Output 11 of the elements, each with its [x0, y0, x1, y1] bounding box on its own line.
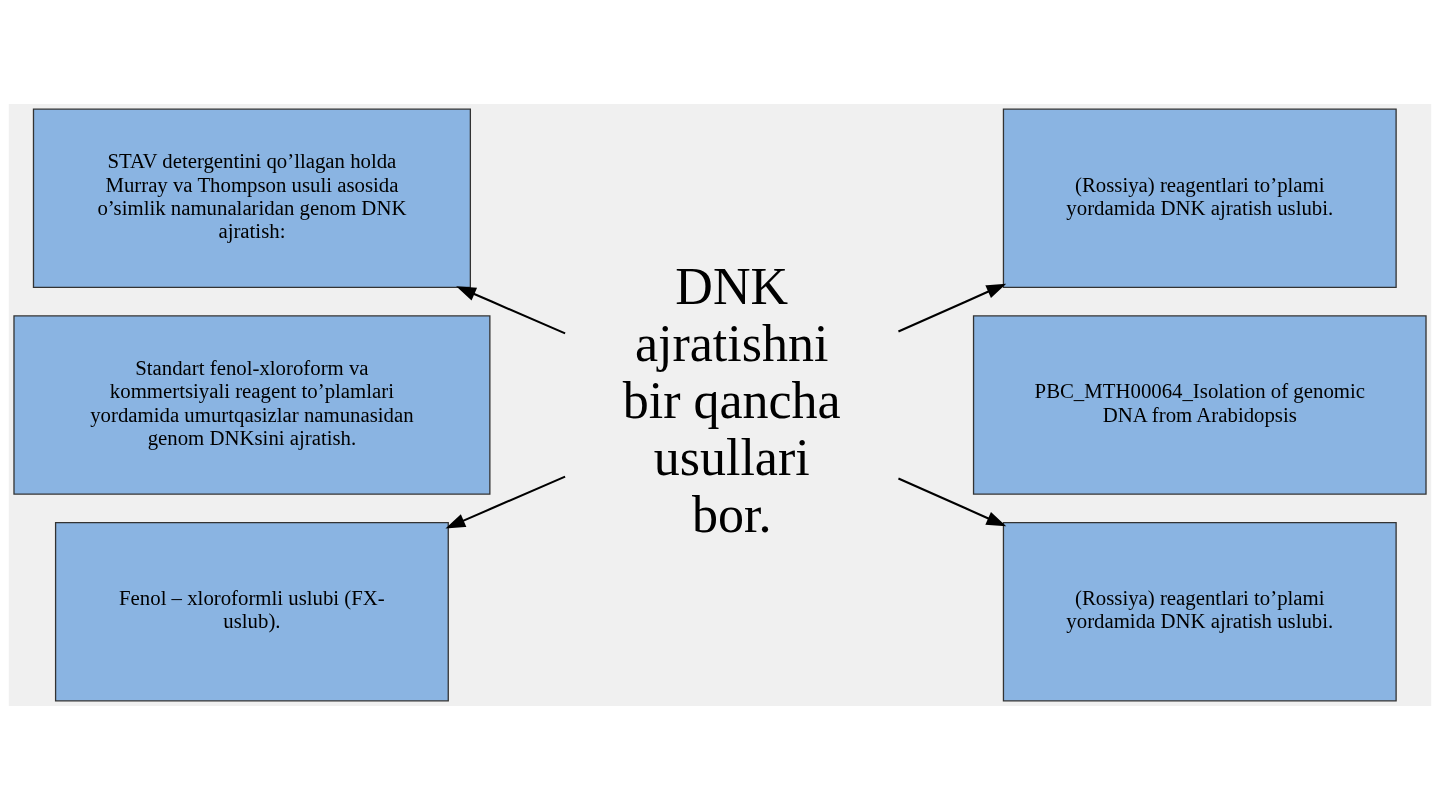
arrow [898, 283, 1007, 333]
arrow [445, 475, 566, 529]
node-box: STAV detergentini qo’llagan holda Murray va Thompson usuli asosida o’simlik namunalaridan genom DNK ajratish: [32, 108, 471, 288]
node-box: (Rossiya) reagentlari to’plami yordamida DNK ajratish uslubi. [1002, 522, 1397, 702]
node-text: DNK ajratishni bir qancha usullari bor. [622, 257, 841, 544]
node-box: Standart fenol-xloroform va kommertsiyali reagent to’plamlari yordamida umurtqasizlar namunasidan genom DNKsini ajratish. [13, 315, 491, 495]
node-box: (Rossiya) reagentlari to’plami yordamida DNK ajratish uslubi. [1002, 108, 1397, 288]
node-box: PBC_MTH00064_Isolation of genomic DNA from Arabidopsis [972, 315, 1427, 495]
arrow [898, 477, 1007, 527]
node-box: Fenol – xloroformli uslubi (FX- uslub). [54, 522, 449, 702]
arrow [456, 286, 566, 335]
